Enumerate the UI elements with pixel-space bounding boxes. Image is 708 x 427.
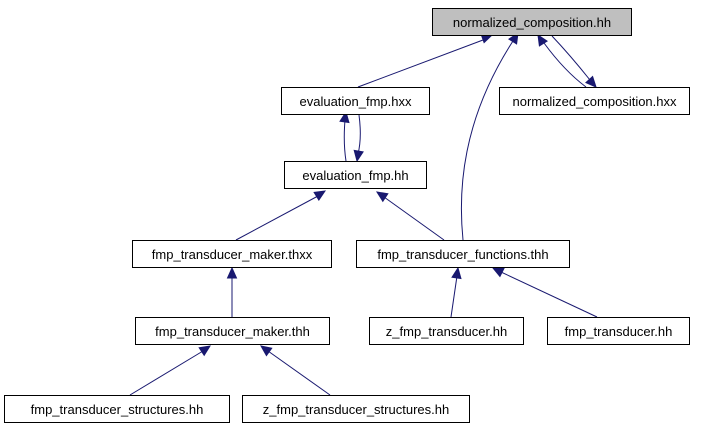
edge-fmp_transducer_hh-to-fmp_transducer_functions_thh (491, 267, 598, 318)
node-z-fmp-transducer-structures-hh[interactable]: z_fmp_transducer_structures.hh (242, 395, 470, 423)
arrowhead-icon (260, 345, 273, 357)
edge-fmp_transducer_functions_thh-to-evaluation_fmp_hh (375, 191, 445, 241)
arrowhead-icon (491, 267, 505, 278)
edge-z_fmp_transducer_hh-to-fmp_transducer_functions_thh (450, 266, 462, 318)
node-normalized-composition-hxx[interactable]: normalized_composition.hxx (499, 87, 690, 115)
node-fmp-transducer-hh[interactable]: fmp_transducer.hh (547, 317, 690, 345)
arrowhead-icon (198, 345, 212, 357)
edge-fmp_transducer_maker_thxx-to-evaluation_fmp_hh (235, 190, 327, 241)
edge-fmp_transducer_maker_thh-to-fmp_transducer_maker_thxx (226, 266, 238, 317)
arrowhead-icon (313, 190, 327, 201)
edge-evaluation_fmp_hxx-to-evaluation_fmp_hh (353, 114, 364, 163)
edge-fmp_transducer_structures_hh-to-fmp_transducer_maker_thh (129, 345, 212, 396)
node-evaluation-fmp-hh[interactable]: evaluation_fmp.hh (284, 161, 427, 189)
node-evaluation-fmp-hxx[interactable]: evaluation_fmp.hxx (281, 87, 430, 115)
arrowhead-icon (375, 191, 389, 203)
arrowhead-icon (585, 75, 597, 88)
arrowhead-icon (353, 149, 364, 163)
arrowhead-icon (537, 33, 548, 47)
node-fmp-transducer-maker-thxx[interactable]: fmp_transducer_maker.thxx (132, 240, 332, 268)
edge-evaluation_fmp_hh-to-evaluation_fmp_hxx (339, 110, 350, 162)
arrowhead-icon (226, 266, 238, 279)
node-normalized-composition-hh: normalized_composition.hh (432, 8, 632, 36)
node-fmp-transducer-maker-thh[interactable]: fmp_transducer_maker.thh (135, 317, 330, 345)
arrowhead-icon (451, 266, 462, 280)
edge-normalized_composition_hxx-to-normalized_composition_hh (537, 33, 587, 88)
edge-normalized_composition_hh-to-normalized_composition_hxx (551, 35, 597, 88)
node-fmp-transducer-structures-hh[interactable]: fmp_transducer_structures.hh (4, 395, 230, 423)
node-fmp-transducer-functions-thh[interactable]: fmp_transducer_functions.thh (356, 240, 570, 268)
edge-z_fmp_transducer_structures_hh-to-fmp_transducer_maker_thh (260, 345, 331, 396)
node-z-fmp-transducer-hh[interactable]: z_fmp_transducer.hh (369, 317, 524, 345)
edge-fmp_transducer_functions_thh-to-normalized_composition_hh (460, 31, 519, 241)
edge-evaluation_fmp_hxx-to-normalized_composition_hh (357, 33, 494, 88)
